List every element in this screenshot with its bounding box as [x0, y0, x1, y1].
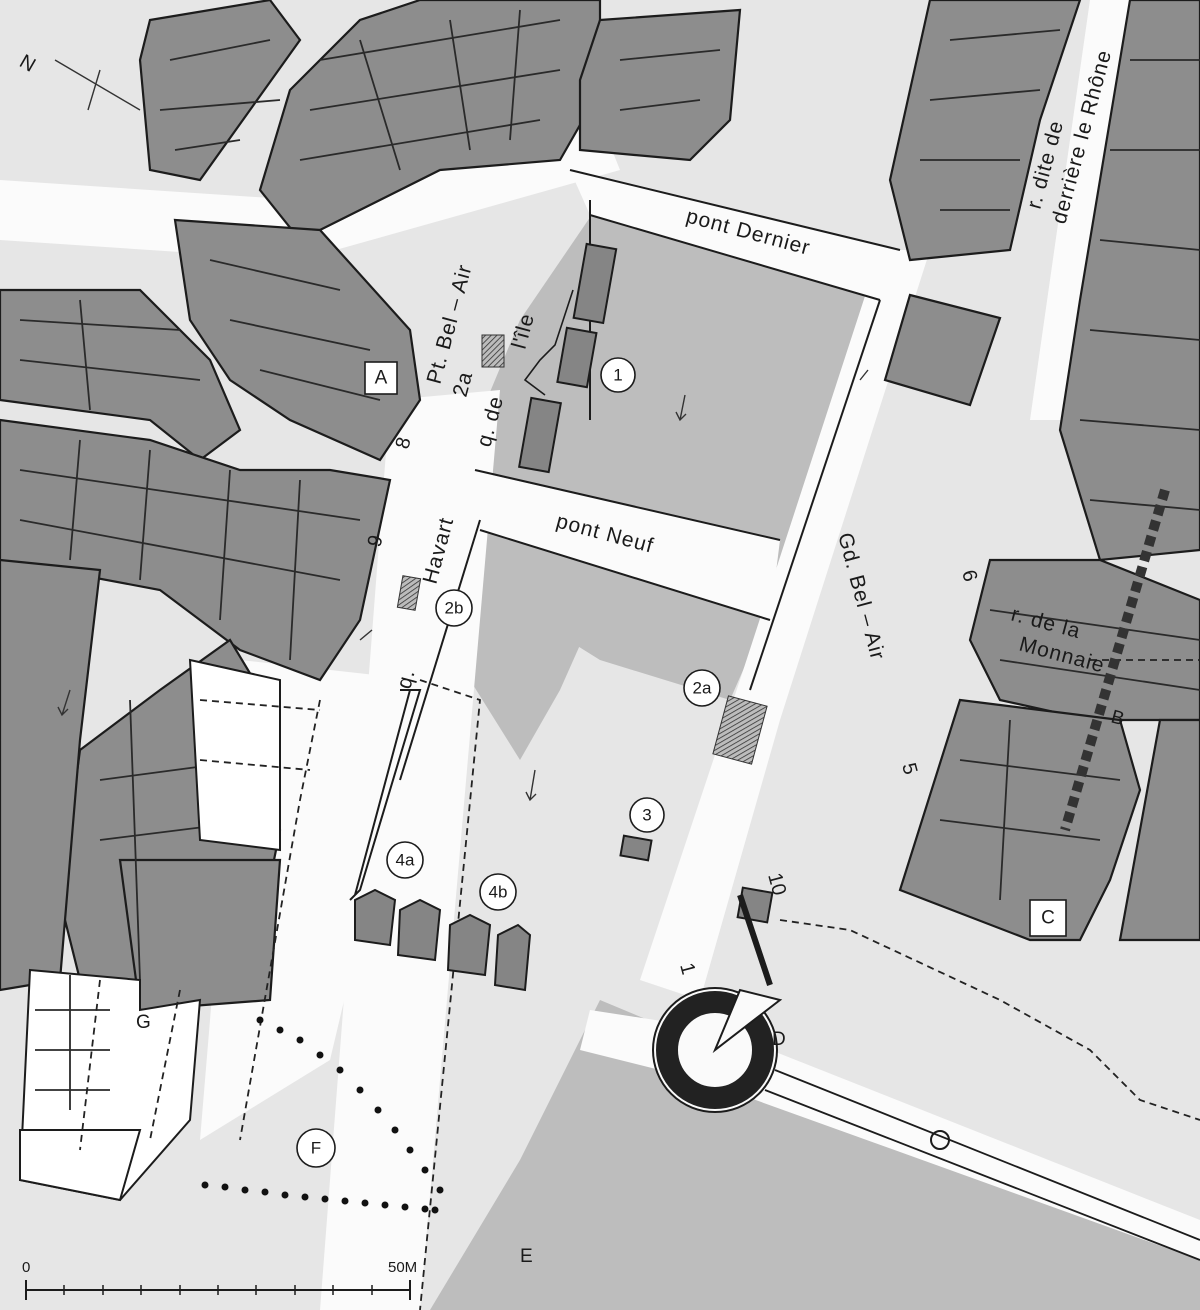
arrow-icon: [859, 369, 869, 381]
structure-left-courtyard: [188, 658, 281, 852]
structure-4-outline: [349, 689, 422, 901]
dotted-area-f: [201, 1016, 444, 1214]
svg-text:4b: 4b: [489, 883, 508, 902]
boundary-b: [1060, 488, 1170, 832]
river-lower: [430, 1000, 1200, 1310]
block-wedge: [173, 218, 422, 462]
structure-g-cells: [35, 975, 110, 1110]
marker-2b-circled: 2b: [435, 589, 473, 627]
svg-text:1: 1: [613, 366, 622, 385]
svg-text:F: F: [311, 1139, 321, 1158]
svg-text:A: A: [375, 368, 388, 389]
flow-arrows: [57, 369, 869, 802]
block-top-right-b: [1058, 0, 1200, 562]
north-arrow-icon: [54, 59, 141, 111]
marker-4b-circled: 4b: [479, 873, 517, 911]
letter-e: E: [520, 1246, 533, 1267]
quai-right-corridor: [640, 250, 930, 1000]
number-1: 1: [675, 961, 699, 977]
structure-left-bottom-cell: [19, 1129, 142, 1202]
building-3: [619, 834, 653, 862]
number-5: 5: [897, 761, 921, 777]
circled-labels: 1 2b 2a 3 4a 4b F: [296, 357, 721, 1168]
marker-4a-circled: 4a: [386, 841, 424, 879]
svg-text:2a: 2a: [693, 679, 712, 698]
block-top-right-a: [888, 0, 1082, 262]
structure-4a-huts: [354, 888, 532, 992]
svg-text:3: 3: [642, 806, 651, 825]
parcel-lines: [19, 9, 1200, 981]
pont-dernier-deck: [570, 170, 900, 300]
scale-bar: 0 50M: [22, 1259, 417, 1300]
letter-c-box: C: [1029, 899, 1067, 937]
bridge-outlines: [399, 169, 901, 781]
svg-text:C: C: [1041, 908, 1055, 929]
block-left-bottom: [118, 858, 282, 1012]
scale-end-label: 50M: [388, 1259, 417, 1276]
pont-neuf-deck: [470, 470, 780, 620]
island-buildings: [481, 242, 618, 474]
svg-text:2b: 2b: [445, 599, 464, 618]
wall-10: [737, 894, 773, 986]
arrow-icon: [57, 689, 71, 717]
block-top-left-a: [138, 0, 302, 182]
marker-1-circled: 1: [600, 357, 636, 393]
number-9: 9: [364, 533, 388, 549]
letter-b: B: [1109, 707, 1127, 731]
number-8: 8: [392, 435, 416, 451]
block-right-mid: [968, 558, 1200, 722]
river-left-channel: [470, 530, 600, 760]
arrow-icon: [675, 394, 687, 422]
letter-g: G: [136, 1012, 151, 1033]
arrow-icon: [525, 769, 537, 802]
hatch-2a: [712, 695, 768, 765]
letter-d: D: [772, 1029, 786, 1050]
marker-3-circled: 3: [629, 797, 665, 833]
tower-d: [652, 987, 783, 1113]
block-top-mid: [578, 8, 742, 162]
hatch-2b: [396, 575, 422, 611]
number-6: 6: [957, 568, 981, 584]
marker-2a-right-circled: 2a: [683, 669, 721, 707]
letter-a-box: A: [364, 361, 398, 395]
arrow-icon: [359, 629, 373, 641]
building-right-square: [883, 293, 1002, 407]
block-left-mid: [0, 288, 242, 462]
island-outline: [523, 289, 574, 396]
street-upper-left-corridor: [0, 120, 620, 260]
block-left-edge: [0, 558, 102, 992]
dashed-outlines: [79, 659, 1200, 1310]
marker-f-circled: F: [296, 1128, 336, 1168]
quay-wall: [764, 1069, 1200, 1261]
block-far-right-lower: [1118, 718, 1200, 942]
scale-start-label: 0: [22, 1259, 30, 1276]
svg-text:4a: 4a: [396, 851, 415, 870]
